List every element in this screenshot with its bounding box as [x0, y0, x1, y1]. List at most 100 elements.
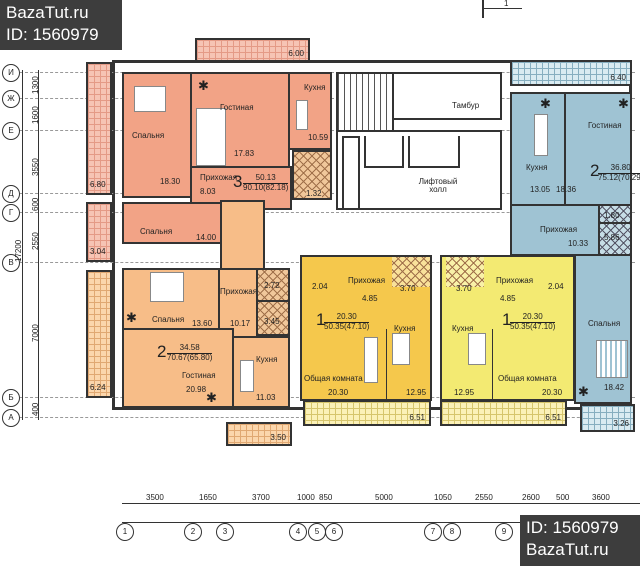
- balcony-area: 6.51: [409, 413, 425, 422]
- room-unit2l-wc: 2.72: [256, 268, 290, 302]
- room-name: Тамбур: [452, 101, 480, 110]
- room-area: 11.03: [256, 393, 276, 402]
- plant-icon: ✱: [126, 310, 137, 325]
- room-name: Кухня: [256, 355, 278, 364]
- col-dim: 3500: [146, 493, 164, 502]
- bed-icon: [150, 272, 184, 302]
- room-unit3-bedroom: Спальня 18.30: [122, 72, 192, 198]
- plant-icon: ✱: [206, 390, 217, 405]
- room-unit2l-bath: 3.45: [256, 300, 290, 336]
- lift-shaft: [364, 136, 404, 168]
- room-area: 3.45: [264, 317, 280, 326]
- axis-row-a: А: [2, 409, 20, 427]
- axis-col-3: 3: [216, 523, 234, 541]
- living-area: 34.58: [167, 343, 213, 354]
- room-unit2r-bedroom: Спальня ✱ 18.42: [574, 254, 632, 404]
- room-name: Кухня: [304, 83, 326, 92]
- lift-shaft: [342, 136, 360, 210]
- col-dim: 500: [556, 493, 570, 502]
- loggia-unit3: 6.80: [86, 62, 112, 195]
- loggia-area: 6.24: [90, 383, 106, 392]
- room-name: Гостиная: [588, 121, 622, 130]
- room-unit2l-bedroom2: ✱ Спальня 13.60: [122, 268, 220, 330]
- room-area: 5.86: [604, 233, 620, 242]
- living-area: 20.30: [510, 312, 556, 323]
- room-unit2r-kitchen: ✱ Кухня 13.05: [510, 92, 566, 206]
- row-dim-7: 400: [31, 402, 40, 416]
- col-dim: 1650: [199, 493, 217, 502]
- room-unit2r-living: ✱ Гостиная 18.36: [556, 92, 632, 206]
- balcony-unit1a: 6.51: [303, 400, 431, 426]
- table-icon: [296, 100, 308, 130]
- col-dim: 1050: [434, 493, 452, 502]
- room-unit2l-corridor: [220, 200, 265, 270]
- room-unit2l-living: Гостиная 20.98 ✱: [122, 328, 234, 408]
- balcony-area: 6.40: [610, 73, 626, 82]
- axis-row-i: И: [2, 64, 20, 82]
- plant-icon: ✱: [578, 384, 589, 399]
- room-area: 14.00: [196, 233, 217, 242]
- room-area: 1.32: [306, 189, 322, 198]
- plant-icon: ✱: [540, 96, 551, 111]
- room-unit3-bathroom: 1.32: [292, 150, 332, 200]
- row-dim-total: 17200: [14, 239, 23, 262]
- balcony-unit2r-top: 6.40: [510, 60, 632, 86]
- axis-col-8: 8: [443, 523, 461, 541]
- wall: [386, 329, 387, 401]
- watermark-site: BazaTut.ru: [6, 3, 89, 22]
- room-name: Спальня: [132, 131, 165, 140]
- axis-col-9: 9: [495, 523, 513, 541]
- room-area: 1.80: [604, 211, 620, 220]
- axis-col-1: 1: [116, 523, 134, 541]
- room-unit2r-wc: 1.80: [598, 204, 632, 224]
- room-count: 1: [316, 310, 326, 329]
- section-mark: 1: [504, 0, 509, 8]
- watermark-bottom: ID: 1560979 BazaTut.ru: [520, 515, 640, 566]
- stairs: [336, 72, 394, 132]
- balcony-unit2l: 3.50: [226, 422, 292, 446]
- plant-icon: ✱: [618, 96, 629, 111]
- room-name: Кухня: [394, 324, 416, 333]
- balcony-unit1b: 6.51: [440, 400, 567, 426]
- room-area: 20.98: [186, 385, 207, 394]
- col-dim: 1000: [297, 493, 315, 502]
- closet-area: 2.04: [312, 282, 328, 291]
- room-area: 10.17: [230, 319, 251, 328]
- room-vestibule: Тамбур: [392, 72, 502, 120]
- total-area: 50.35(47.10): [324, 321, 370, 331]
- col-dim-line: [122, 522, 640, 523]
- room-area: 20.30: [542, 388, 563, 397]
- room-name: Спальня: [152, 315, 185, 324]
- balcony-area: 3.26: [613, 419, 629, 428]
- axis-row-g: Г: [2, 204, 20, 222]
- closet-area: 2.04: [548, 282, 564, 291]
- bed-icon: [134, 86, 166, 112]
- loggia-unit2-1: 3.04: [86, 202, 112, 262]
- row-dim-line: [38, 70, 39, 420]
- room-name: Лифтовый холл: [418, 177, 458, 194]
- room-count: 1: [502, 310, 512, 329]
- loggia-area: 3.04: [90, 247, 106, 256]
- room-area: 10.33: [568, 239, 589, 248]
- room-area: 4.85: [362, 294, 378, 303]
- balcony-area: 6.51: [545, 413, 561, 422]
- balcony-area: 3.50: [270, 433, 286, 442]
- sofa-icon: [364, 337, 378, 383]
- room-area: 8.03: [200, 187, 216, 196]
- bathroom-unit1a: [392, 257, 430, 287]
- col-dim: 850: [319, 493, 333, 502]
- col-dim: 3600: [592, 493, 610, 502]
- room-count: 3: [233, 172, 243, 191]
- total-area: 70.67(65.80): [167, 352, 213, 362]
- lift-shaft: [408, 136, 460, 168]
- room-name: Гостиная: [182, 371, 216, 380]
- table-icon: [468, 333, 486, 365]
- room-name: Кухня: [452, 324, 474, 333]
- col-dim-line: [122, 503, 640, 504]
- total-area: 90.10(82.18): [243, 182, 289, 192]
